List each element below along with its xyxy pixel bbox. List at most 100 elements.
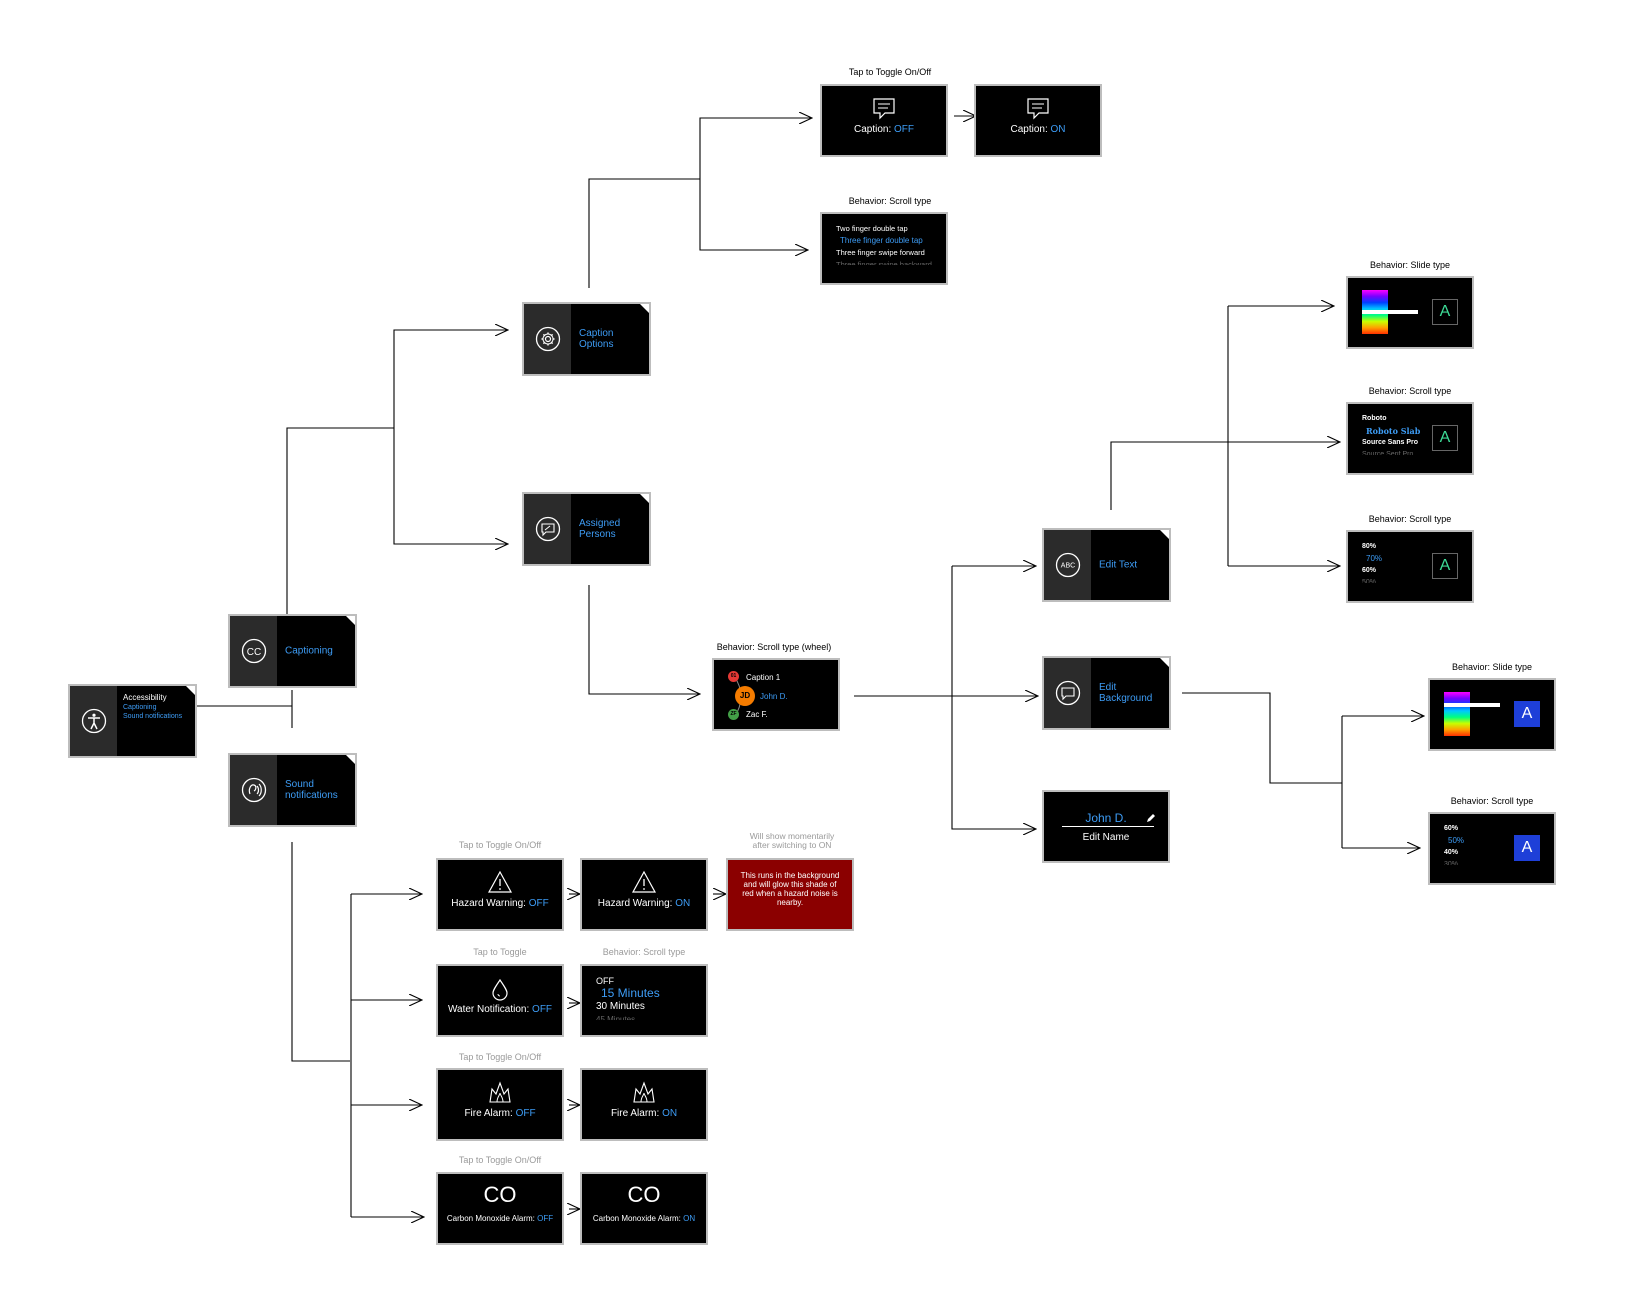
- caption-toggle-caption: Tap to Toggle On/Off: [848, 67, 932, 77]
- opacity-option[interactable]: 60%: [1444, 825, 1459, 832]
- gesture-scroll-card[interactable]: Two finger double tap Three finger doubl…: [822, 214, 946, 283]
- background-opacity-scroll-card[interactable]: 60% 50% 40% 30% A: [1430, 814, 1554, 883]
- co-off-value: OFF: [537, 1214, 554, 1223]
- card-icon-panel: [1044, 658, 1091, 728]
- water-drop-icon: [492, 978, 508, 1001]
- size-option-faded[interactable]: 50%: [1362, 579, 1377, 583]
- hazard-on-value: ON: [675, 898, 691, 909]
- gesture-option[interactable]: Three finger swipe forward: [836, 248, 925, 257]
- co-prefix: Carbon Monoxide Alarm:: [592, 1214, 684, 1223]
- edit-name-card[interactable]: John D. Edit Name: [1044, 792, 1168, 861]
- warning-triangle-icon: [487, 870, 513, 893]
- caption-off-card[interactable]: Caption: OFF: [822, 86, 946, 155]
- edit-background-label-line2: Background: [1099, 693, 1153, 704]
- hazard-prefix: Hazard Warning:: [451, 898, 529, 909]
- edit-background-card[interactable]: Edit Background: [1044, 658, 1169, 728]
- gesture-option[interactable]: Two finger double tap: [836, 224, 908, 233]
- size-option[interactable]: 60%: [1362, 567, 1377, 574]
- text-font-scroll-card[interactable]: Roboto Roboto Slab Source Sans Pro Sourc…: [1348, 404, 1472, 473]
- co-on-card[interactable]: CO Carbon Monoxide Alarm: ON: [582, 1174, 706, 1243]
- gesture-option-faded[interactable]: Three finger swipe backward: [836, 260, 932, 265]
- chat-bubble-icon: [1055, 680, 1081, 706]
- person-badge: ZF: [728, 709, 739, 720]
- assigned-person-wheel-card[interactable]: 01 Caption 1 JD John D. ZF Zac F.: [714, 660, 838, 729]
- fire-on-card[interactable]: Fire Alarm: ON: [582, 1070, 706, 1139]
- wheel-caption: Behavior: Scroll type (wheel): [716, 642, 832, 652]
- opacity-option-faded[interactable]: 30%: [1444, 861, 1459, 865]
- page-corner: [1160, 530, 1169, 539]
- svg-text:ABC: ABC: [1061, 563, 1075, 570]
- speech-bubble-icon: [873, 98, 895, 120]
- person-name[interactable]: Zac F.: [746, 710, 768, 719]
- opacity-option[interactable]: 40%: [1444, 849, 1459, 856]
- caption-off-value: OFF: [894, 124, 915, 135]
- gesture-option-selected[interactable]: Three finger double tap: [840, 236, 923, 245]
- hazard-on-card[interactable]: Hazard Warning: ON: [582, 860, 706, 929]
- assigned-persons-label-line1: Assigned: [579, 518, 621, 529]
- fire-icon: [633, 1081, 655, 1103]
- pencil-icon[interactable]: [1146, 813, 1156, 823]
- text-color-slider-card[interactable]: A: [1348, 278, 1472, 347]
- font-option-faded[interactable]: Source Serif Pro: [1362, 451, 1414, 455]
- sound-notifications-card[interactable]: Sound notifications: [230, 755, 355, 825]
- fire-on-value: ON: [662, 1108, 678, 1119]
- page-corner: [346, 616, 355, 625]
- font-option[interactable]: Roboto: [1362, 415, 1387, 422]
- font-option-selected[interactable]: Roboto Slab: [1366, 426, 1421, 436]
- name-input-value[interactable]: John D.: [1085, 811, 1127, 825]
- accessibility-card[interactable]: Accessibility Captioning Sound notificat…: [70, 686, 195, 756]
- hazard-off-card[interactable]: Hazard Warning: OFF: [438, 860, 562, 929]
- assigned-persons-label-line2: Persons: [579, 529, 616, 540]
- co-on-value: ON: [683, 1214, 696, 1223]
- card-icon-panel: [230, 755, 277, 825]
- background-opacity-preview: A: [1514, 835, 1540, 861]
- color-slider-handle[interactable]: [1444, 703, 1500, 707]
- hazard-note-line2: after switching to ON: [752, 840, 832, 850]
- edit-text-card[interactable]: ABC Edit Text: [1044, 530, 1169, 600]
- opacity-option-selected[interactable]: 50%: [1448, 836, 1465, 845]
- caption-options-label-line2: Options: [579, 339, 614, 350]
- caption-options-card[interactable]: Caption Options: [524, 304, 649, 374]
- fire-prefix: Fire Alarm:: [464, 1108, 516, 1119]
- person-badge: 01: [728, 671, 739, 682]
- co-off-card[interactable]: CO Carbon Monoxide Alarm: OFF: [438, 1174, 562, 1243]
- interval-option[interactable]: 30 Minutes: [596, 1001, 645, 1012]
- assigned-persons-card[interactable]: Assigned Persons: [524, 494, 649, 564]
- gear-icon: [535, 326, 561, 352]
- caption-on-card[interactable]: Caption: ON: [976, 86, 1100, 155]
- co-prefix: Carbon Monoxide Alarm:: [446, 1214, 538, 1223]
- page-corner: [1160, 658, 1169, 667]
- card-icon-panel: [524, 304, 571, 374]
- water-off-card[interactable]: Water Notification: OFF: [438, 966, 562, 1035]
- bg-opacity-caption: Behavior: Scroll type: [1450, 796, 1534, 806]
- card-icon-panel: [524, 494, 571, 564]
- size-option-selected[interactable]: 70%: [1366, 554, 1383, 563]
- water-off-value: OFF: [532, 1004, 553, 1015]
- hearing-icon: [241, 777, 267, 803]
- page-corner: [640, 304, 649, 313]
- size-option[interactable]: 80%: [1362, 543, 1377, 550]
- interval-option-faded[interactable]: 45 Minutes: [596, 1015, 636, 1020]
- caption-scroll-caption: Behavior: Scroll type: [848, 196, 932, 206]
- color-slider-handle[interactable]: [1362, 310, 1418, 314]
- background-color-slider-card[interactable]: A: [1430, 680, 1554, 749]
- water-interval-scroll-card[interactable]: OFF 15 Minutes 30 Minutes 45 Minutes: [582, 966, 706, 1035]
- warning-triangle-icon: [631, 870, 657, 893]
- interval-option[interactable]: OFF: [596, 976, 614, 986]
- water-caption: Tap to Toggle: [473, 947, 527, 957]
- svg-text:CC: CC: [247, 647, 261, 658]
- fire-off-value: OFF: [515, 1108, 536, 1119]
- color-spectrum[interactable]: [1444, 692, 1470, 736]
- fire-off-card[interactable]: Fire Alarm: OFF: [438, 1070, 562, 1139]
- text-size-caption: Behavior: Scroll type: [1368, 514, 1452, 524]
- text-font-preview: A: [1432, 425, 1458, 451]
- person-name-selected[interactable]: John D.: [760, 692, 788, 701]
- text-size-scroll-card[interactable]: 80% 70% 60% 50% A: [1348, 532, 1472, 601]
- person-name[interactable]: Caption 1: [746, 673, 781, 682]
- text-abc-icon: ABC: [1055, 552, 1081, 578]
- page-corner: [186, 686, 195, 695]
- font-option[interactable]: Source Sans Pro: [1362, 439, 1419, 446]
- captioning-card[interactable]: CC Captioning: [230, 616, 355, 686]
- closed-caption-icon: CC: [241, 638, 267, 664]
- interval-option-selected[interactable]: 15 Minutes: [601, 986, 660, 1000]
